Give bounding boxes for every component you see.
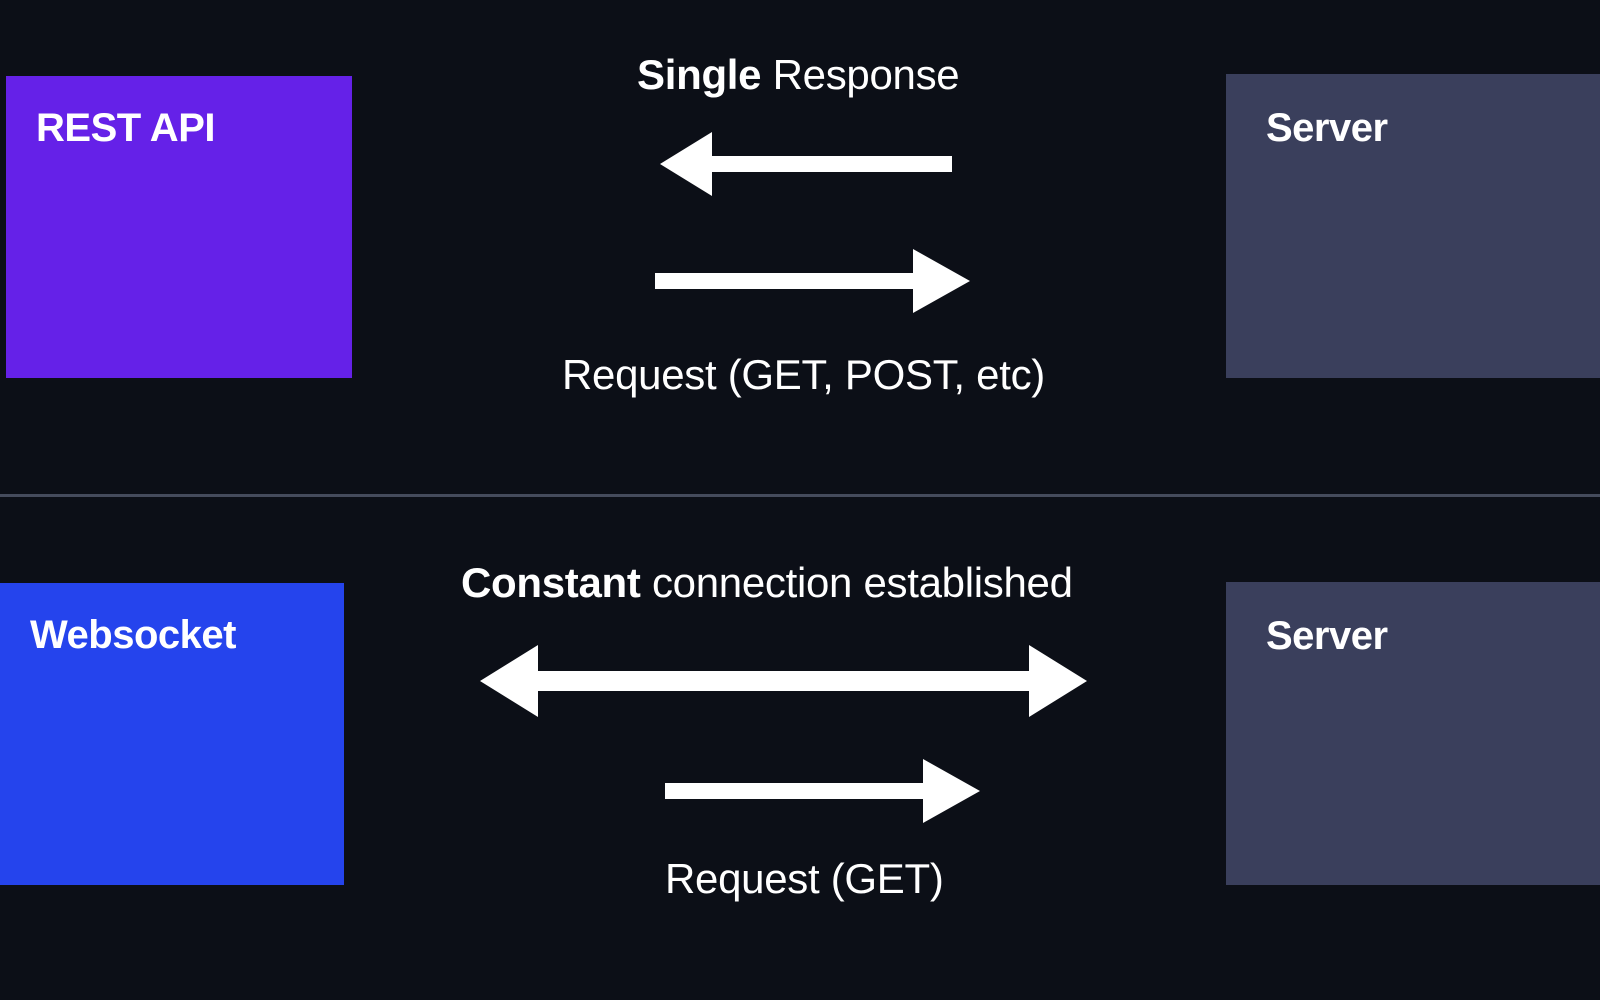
constant-connection-label-strong: Constant <box>461 559 641 606</box>
request-rest-label-light: Request (GET, POST, etc) <box>562 351 1045 398</box>
section-divider <box>0 494 1600 497</box>
request-arrow-websocket-icon <box>665 755 980 827</box>
single-response-label-light: Response <box>761 51 960 98</box>
server-box-websocket-label: Server <box>1266 614 1388 658</box>
server-box-rest-label: Server <box>1266 106 1388 150</box>
request-rest-label: Request (GET, POST, etc) <box>562 354 1045 396</box>
rest-api-box-label: REST API <box>36 106 216 150</box>
rest-api-box: REST API <box>6 76 352 378</box>
bidirectional-arrow-icon <box>480 640 1087 722</box>
request-websocket-label: Request (GET) <box>665 858 944 900</box>
request-arrow-right-icon <box>655 245 970 317</box>
server-box-rest: Server <box>1226 74 1600 378</box>
constant-connection-label: Constant connection established <box>461 562 1073 604</box>
websocket-box-label: Websocket <box>30 613 236 657</box>
constant-connection-label-light: connection established <box>640 559 1073 606</box>
request-websocket-label-light: Request (GET) <box>665 855 944 902</box>
websocket-box: Websocket <box>0 583 344 885</box>
single-response-label: Single Response <box>637 51 960 98</box>
single-response-label-strong: Single <box>637 51 762 98</box>
response-arrow-left-icon <box>660 128 952 200</box>
server-box-websocket: Server <box>1226 582 1600 885</box>
